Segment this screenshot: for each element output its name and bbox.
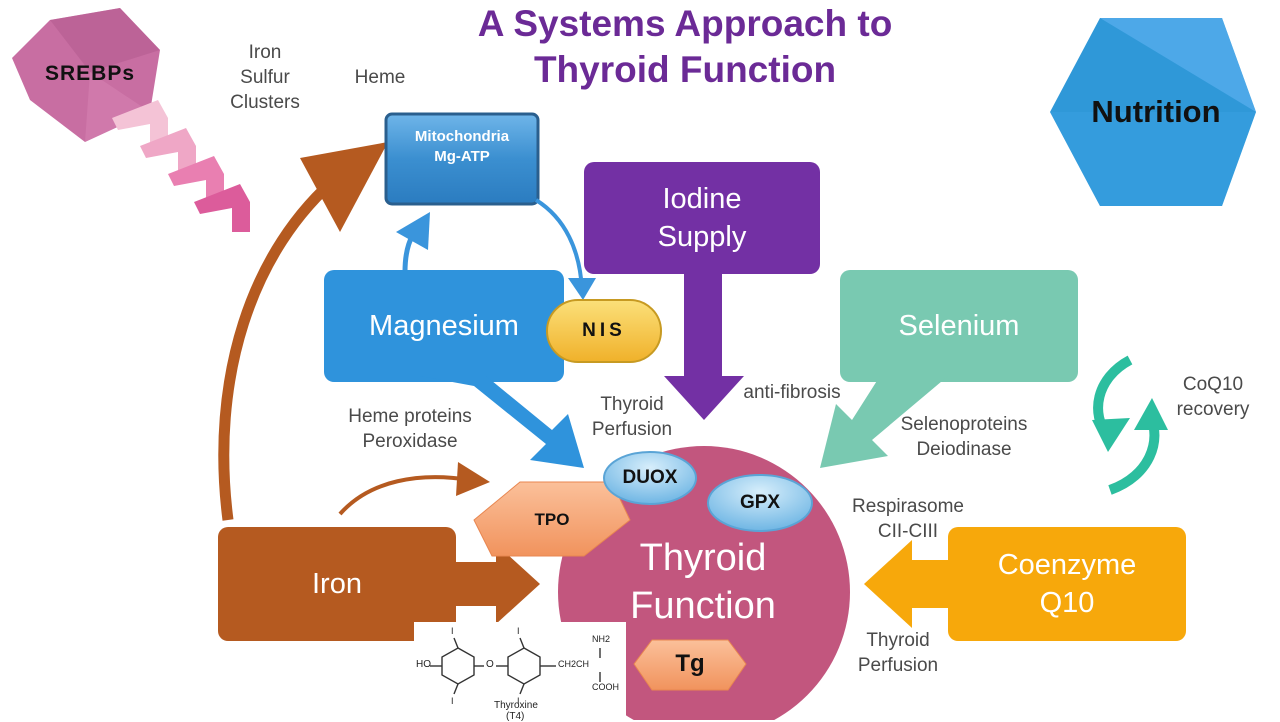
nis-label: NIS xyxy=(582,320,626,341)
tpo-enzyme xyxy=(473,481,631,557)
iodine-supply-box xyxy=(584,162,820,420)
srebps-hexagon xyxy=(12,8,160,142)
nis-transporter xyxy=(546,299,662,363)
magnesium-box xyxy=(324,270,584,468)
molecule-cooh: COOH xyxy=(592,682,619,692)
thyroxine-molecule xyxy=(414,622,626,720)
label-line: Mg-ATP xyxy=(434,148,490,165)
label-line: CoQ10 xyxy=(1182,374,1244,395)
label-line: Heme proteins xyxy=(348,406,472,427)
title-line-2: Thyroid Function xyxy=(533,49,837,90)
molecule-i2: I xyxy=(451,696,454,706)
label-line: Selenoproteins xyxy=(900,414,1028,435)
coq10-recovery-cycle-icon xyxy=(1092,355,1168,495)
molecule-ch2ch: CH2CH xyxy=(558,659,590,669)
molecule-i1: I xyxy=(451,626,454,636)
selenium-box xyxy=(820,270,1078,468)
magnesium-label: Magnesium xyxy=(369,309,519,342)
title-line-1: A Systems Approach to xyxy=(477,3,893,44)
selenoproteins-label: Selenoproteins Deiodinase xyxy=(886,412,1042,462)
thyroid-function-label: Thyroid Function xyxy=(600,532,806,632)
label-line: Q10 xyxy=(1039,587,1095,619)
mitochondria-to-nis-arrow xyxy=(534,198,596,300)
molecule-name: Thyroxine xyxy=(494,700,538,711)
nutrition-hexagon xyxy=(1050,18,1256,206)
coq10-recovery-label: CoQ10 recovery xyxy=(1160,372,1266,422)
thyroid-perfusion-top-label: Thyroid Perfusion xyxy=(586,392,678,442)
tg-protein xyxy=(633,639,747,691)
label-line: Perfusion xyxy=(857,655,939,676)
label-line: Perfusion xyxy=(591,419,673,440)
tg-label: Tg xyxy=(675,650,705,677)
anti-fibrosis-label: anti-fibrosis xyxy=(743,382,841,403)
label-line: Iron xyxy=(248,42,282,63)
label-line: Deiodinase xyxy=(916,439,1012,460)
molecule-nh2: NH2 xyxy=(592,634,611,644)
coenzyme-q10-box xyxy=(864,527,1186,641)
duox-label: DUOX xyxy=(622,467,678,488)
label-line: Thyroid xyxy=(639,537,767,579)
heme-label: Heme xyxy=(354,67,406,88)
iron-label: Iron xyxy=(312,567,362,600)
label-line: Sulfur xyxy=(240,67,290,88)
thyroid-perfusion-bottom-label: Thyroid Perfusion xyxy=(852,628,944,678)
nutrition-label: Nutrition xyxy=(1091,94,1221,129)
heme-to-tpo-arrow xyxy=(338,462,490,516)
iron-to-mitochondria-arrow xyxy=(218,142,388,521)
iodine-supply-label: Iodine Supply xyxy=(584,162,820,274)
coenzyme-q10-label: Coenzyme Q10 xyxy=(948,527,1186,641)
selenium-label: Selenium xyxy=(898,309,1020,342)
mitochondria-box xyxy=(384,112,540,206)
label-line: Supply xyxy=(657,221,747,253)
molecule-i4: I xyxy=(517,696,520,706)
srebps-label: SREBPs xyxy=(44,62,136,85)
iron-box xyxy=(218,527,540,641)
label-line: Iodine xyxy=(662,183,742,215)
molecule-abbr: (T4) xyxy=(506,711,525,722)
gpx-enzyme xyxy=(707,474,813,532)
iron-sulfur-clusters-label: Iron Sulfur Clusters xyxy=(210,40,320,115)
duox-enzyme xyxy=(603,451,697,505)
label-line: recovery xyxy=(1176,399,1250,420)
tpo-label: TPO xyxy=(534,510,570,529)
mitochondria-label: Mitochondria Mg-ATP xyxy=(386,102,538,192)
label-line: Clusters xyxy=(230,92,300,113)
heme-proteins-label: Heme proteins Peroxidase xyxy=(330,404,490,454)
chevron-arrows-icon xyxy=(112,100,250,232)
molecule-o: O xyxy=(486,659,494,670)
respirasome-label: Respirasome CII-CIII xyxy=(836,494,980,544)
label-line: Mitochondria xyxy=(414,128,510,145)
molecule-i3: I xyxy=(517,626,520,636)
diagram-title: A Systems Approach to Thyroid Function xyxy=(400,2,970,92)
label-line: Thyroid xyxy=(600,394,664,415)
label-line: Function xyxy=(630,585,776,627)
label-line: Respirasome xyxy=(852,496,964,517)
molecule-ho: HO xyxy=(416,659,431,670)
label-line: Coenzyme xyxy=(997,549,1137,581)
label-line: Thyroid xyxy=(866,630,930,651)
magnesium-to-mitochondria-arrow xyxy=(396,212,430,273)
label-line: Peroxidase xyxy=(362,431,458,452)
gpx-label: GPX xyxy=(739,492,781,513)
label-line: CII-CIII xyxy=(877,521,939,542)
